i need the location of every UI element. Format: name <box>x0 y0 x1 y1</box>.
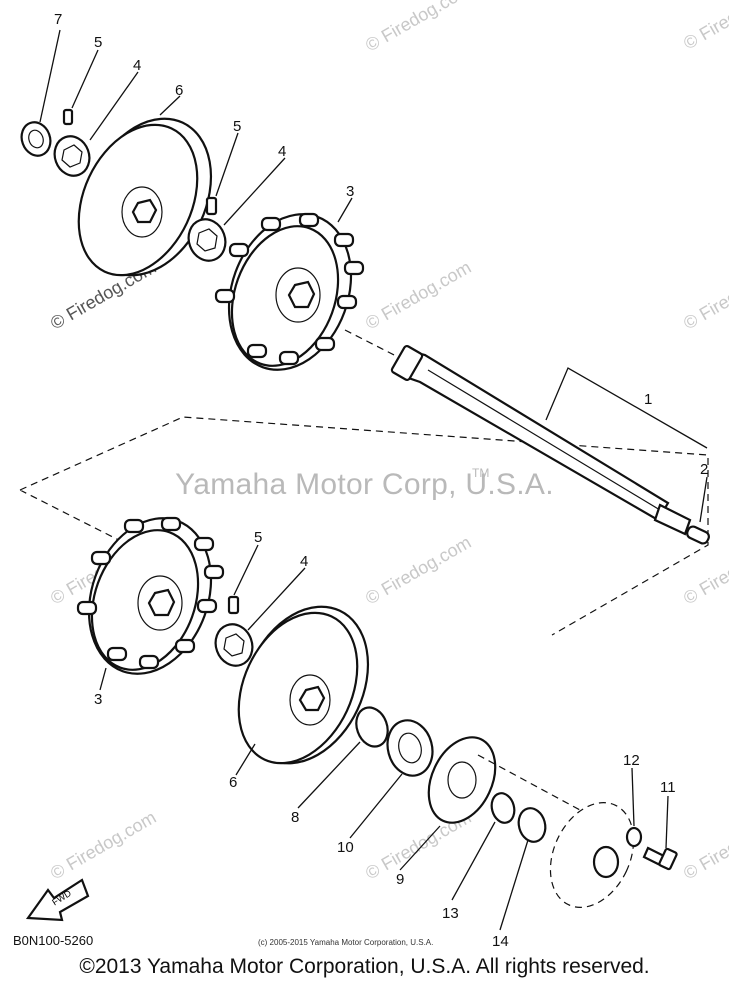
callout-5: 5 <box>254 529 262 546</box>
part-5-set-screw <box>205 196 218 216</box>
part-5-set-screw <box>227 595 240 615</box>
part-11-bolt <box>642 846 678 871</box>
callout-3: 3 <box>346 183 354 200</box>
part-8-spacer <box>355 706 389 748</box>
watermark-text: © Firedog.com <box>47 807 159 883</box>
part-12-washer <box>625 826 643 848</box>
callout-14: 14 <box>492 933 509 950</box>
small-copyright: (c) 2005-2015 Yamaha Motor Corporation, … <box>258 938 434 947</box>
part-1-shaft <box>390 345 692 536</box>
part-4-bushing <box>53 135 91 177</box>
part-9-flange <box>427 736 497 824</box>
assembly-outline <box>19 416 709 636</box>
callout-6: 6 <box>175 82 183 99</box>
center-watermark: Yamaha Motor Corp, U.S.A. <box>175 468 554 501</box>
callout-4: 4 <box>300 553 308 570</box>
footer-copyright: ©2013 Yamaha Motor Corporation, U.S.A. A… <box>79 955 650 978</box>
callout-9: 9 <box>396 871 404 888</box>
callout-13: 13 <box>442 905 459 922</box>
axis-line <box>344 329 401 359</box>
part-14-nut <box>517 807 547 843</box>
watermark-text: © Firedog.com <box>680 0 729 53</box>
callout-leader <box>545 367 708 449</box>
callout-10: 10 <box>337 839 354 856</box>
part-6-wheel <box>237 605 370 765</box>
diagram-code: B0N100-5260 <box>13 933 94 948</box>
trademark-mark: TM <box>472 466 490 480</box>
watermark-text: © Firedog.com <box>680 257 729 333</box>
watermark-text: © Firedog.com <box>680 807 729 883</box>
part-4-bushing <box>187 218 227 262</box>
leader-lines <box>39 29 708 931</box>
part-5-set-screw <box>62 108 74 126</box>
callout-labels: 7 5 4 6 5 4 3 1 2 5 4 3 6 8 10 9 13 14 1… <box>54 11 708 950</box>
callout-4: 4 <box>278 143 286 160</box>
part-3-sprocket <box>76 516 225 675</box>
part-4-bushing <box>214 623 254 667</box>
part-6-wheel <box>77 117 213 277</box>
front-arrow-icon: FWD <box>25 878 90 922</box>
part-13-washer <box>490 792 516 824</box>
callout-11: 11 <box>660 779 676 796</box>
callout-6: 6 <box>229 774 237 791</box>
axis-line <box>477 754 581 811</box>
watermark-text: © Firedog.com <box>362 0 474 55</box>
callout-5: 5 <box>94 34 102 51</box>
watermark-text: © Firedog.com <box>362 257 474 333</box>
callout-1: 1 <box>644 391 652 408</box>
part-3-sprocket <box>214 212 365 371</box>
watermark-text: © Firedog.com <box>362 532 474 608</box>
callout-5: 5 <box>233 118 241 135</box>
part-7-cap <box>20 121 52 157</box>
callout-3: 3 <box>94 691 102 708</box>
callout-8: 8 <box>291 809 299 826</box>
part-10-bearing <box>386 719 434 777</box>
callout-2: 2 <box>700 461 708 478</box>
part-2-plug <box>686 525 710 545</box>
callout-4: 4 <box>133 57 141 74</box>
hub-plate <box>549 802 635 908</box>
callout-12: 12 <box>623 752 640 769</box>
callout-7: 7 <box>54 11 62 28</box>
